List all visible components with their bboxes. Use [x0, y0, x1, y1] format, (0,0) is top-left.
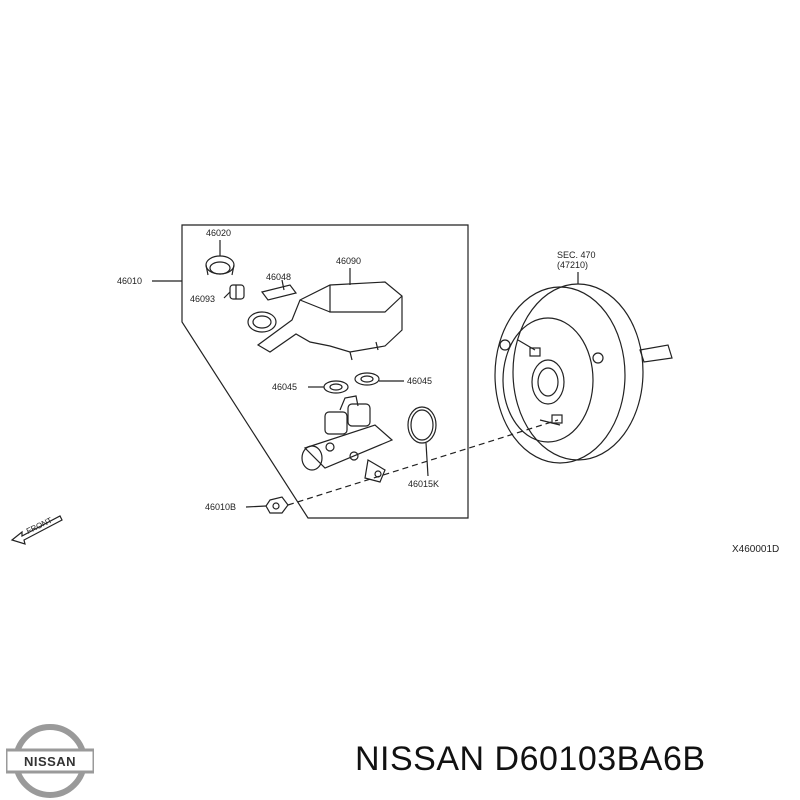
part-number-title: NISSAN D60103BA6B — [355, 740, 706, 778]
brake-booster — [494, 272, 673, 464]
label-front: FRONT — [25, 516, 54, 536]
diagram-code: X460001D — [732, 544, 779, 555]
label-46015k: 46015K — [408, 479, 439, 489]
label-sec-470: SEC. 470 — [557, 250, 596, 260]
label-46048: 46048 — [266, 272, 291, 282]
alignment-dashed-line — [287, 419, 559, 506]
nissan-logo-icon: NISSAN — [6, 724, 94, 798]
nut-part — [245, 496, 289, 514]
reservoir-cap — [205, 240, 235, 276]
seal-ring-part — [407, 406, 437, 477]
label-46010: 46010 — [117, 276, 142, 286]
svg-text:NISSAN: NISSAN — [24, 754, 76, 769]
clip-part — [223, 284, 245, 300]
hose-part — [260, 279, 298, 301]
label-46020: 46020 — [206, 228, 231, 238]
grommet-left-part — [308, 380, 349, 394]
grommet-right-part — [354, 372, 404, 386]
label-46045-right: 46045 — [407, 376, 432, 386]
master-cylinder-body — [301, 395, 394, 483]
label-46045-left: 46045 — [272, 382, 297, 392]
label-46093: 46093 — [190, 294, 215, 304]
label-46090: 46090 — [336, 256, 361, 266]
reservoir-part — [247, 268, 403, 361]
assembly-boundary — [181, 224, 469, 519]
label-47210: (47210) — [557, 260, 588, 270]
front-arrow-icon — [10, 515, 63, 545]
label-46010b: 46010B — [205, 502, 236, 512]
